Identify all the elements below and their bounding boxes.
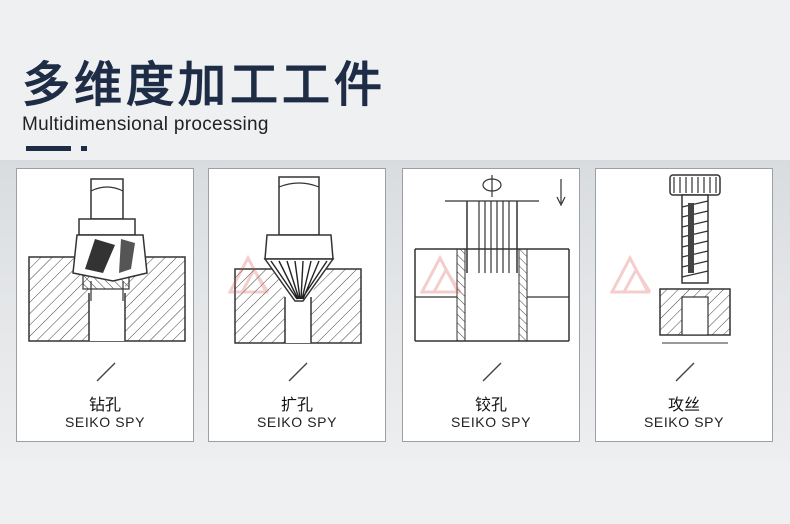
page-title: 多维度加工工件 (22, 57, 387, 113)
hinge-reaming-diagram-icon (409, 173, 575, 349)
process-cards: 钻孔 SEIKO SPY 扩孔 SEIKO SPY (16, 168, 776, 446)
card-brand: SEIKO SPY (256, 414, 338, 430)
slash-divider-icon (96, 362, 116, 382)
card-brand: SEIKO SPY (643, 414, 725, 430)
slash-divider-icon (288, 362, 308, 382)
page-header: 多维度加工工件 Multidimensional processing (22, 58, 386, 136)
card-label: 扩孔 (280, 395, 313, 414)
reaming-countersink-diagram-icon (215, 173, 381, 349)
card-label: 攻丝 (667, 395, 700, 414)
drilling-diagram-icon (23, 173, 189, 349)
card-reaming[interactable]: 扩孔 SEIKO SPY (208, 168, 386, 442)
slash-divider-icon (482, 362, 502, 382)
card-hinge-reaming[interactable]: 铰孔 SEIKO SPY (402, 168, 580, 442)
card-tapping[interactable]: 攻丝 SEIKO SPY (595, 168, 773, 442)
card-drilling[interactable]: 钻孔 SEIKO SPY (16, 168, 194, 442)
card-brand: SEIKO SPY (450, 414, 532, 430)
tapping-diagram-icon (602, 173, 768, 349)
card-label: 钻孔 (88, 395, 121, 414)
card-label: 铰孔 (474, 395, 507, 414)
slash-divider-icon (675, 362, 695, 382)
card-brand: SEIKO SPY (64, 414, 146, 430)
page-subtitle: Multidimensional processing (22, 114, 269, 135)
